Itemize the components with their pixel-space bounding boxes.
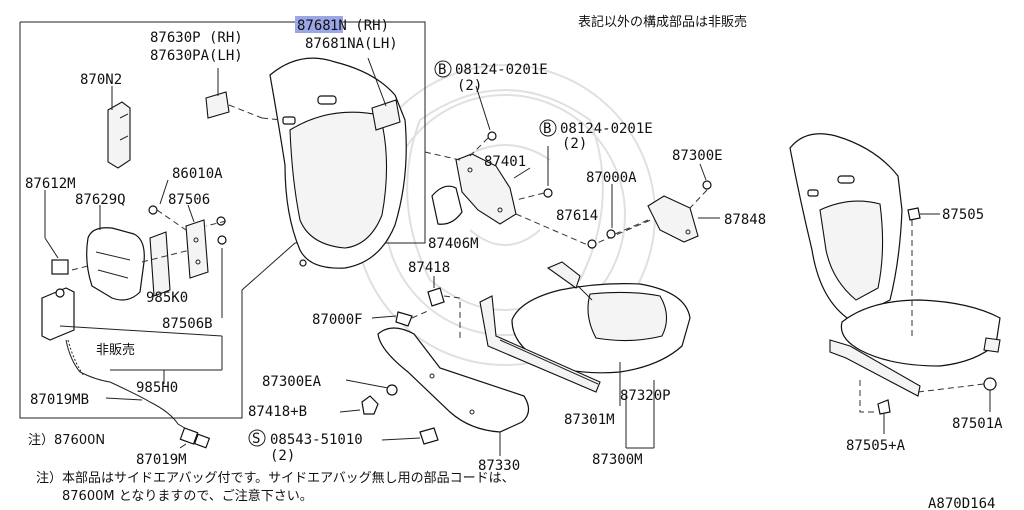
label-87681N-suffix: 1N (RH) — [330, 18, 389, 34]
label-87019M: 87019M — [136, 452, 187, 468]
circle-symbol-s: S — [248, 429, 266, 447]
connector-87612M — [51, 259, 69, 275]
clip-87505A — [877, 399, 891, 415]
label-87406M: 87406M — [428, 236, 479, 252]
circle-symbol-b1: B — [434, 60, 452, 78]
label-bolt-08124-a-qty: (2) — [457, 78, 482, 94]
label-87401: 87401 — [484, 154, 526, 170]
nut-87506 — [216, 216, 226, 226]
label-87505A: 87505+A — [846, 438, 906, 454]
side-trim-87330 — [377, 327, 530, 433]
label-87681N-prefix: 8768 — [297, 18, 331, 34]
label-87300E: 87300E — [672, 148, 723, 164]
shell-cover-87406M — [431, 185, 463, 225]
label-87681NA: 87681NA(LH) — [305, 36, 398, 52]
label-87506B: 87506B — [162, 316, 213, 332]
side-cover-lh — [371, 99, 401, 131]
label-87000A: 87000A — [586, 170, 637, 186]
wire-harness — [65, 339, 189, 431]
note-non-sale: 表記以外の構成部品は非販売 — [578, 14, 747, 30]
label-87612M: 87612M — [25, 176, 76, 192]
label-87506: 87506 — [168, 192, 210, 208]
label-87848: 87848 — [724, 212, 766, 228]
label-screw-qty: (2) — [270, 448, 295, 464]
side-bracket-87848 — [647, 195, 699, 243]
label-screw-08543: 08543-51010 — [270, 432, 363, 448]
bolt-87501A — [983, 377, 997, 391]
bolt-87000F — [395, 311, 413, 327]
bracket-985K0 — [149, 231, 171, 297]
subassembly-frame — [19, 21, 426, 419]
circle-symbol-b2: B — [539, 119, 557, 137]
assembled-seat — [789, 133, 1001, 397]
label-87000F: 87000F — [312, 312, 363, 328]
label-87501A: 87501A — [952, 416, 1003, 432]
label-870N2: 870N2 — [80, 72, 122, 88]
label-bolt-08124-a: 08124-0201E — [455, 62, 548, 78]
label-87418B: 87418+B — [248, 404, 307, 420]
label-87600N: 注）87600N — [28, 433, 105, 448]
label-87614: 87614 — [556, 208, 598, 224]
svg-text:B: B — [438, 62, 446, 78]
label-87320P: 87320P — [620, 388, 671, 404]
screw-08543 — [419, 427, 439, 445]
label-86010A: 86010A — [172, 166, 223, 182]
label-87330: 87330 — [478, 458, 520, 474]
svg-text:B: B — [543, 121, 551, 137]
label-87630P: 87630P (RH) — [150, 30, 243, 46]
label-bolt-08124-b-qty: (2) — [562, 136, 587, 152]
knob-87418B — [361, 395, 379, 415]
label-87630PA: 87630PA(LH) — [150, 48, 243, 64]
label-985H0: 985H0 — [136, 380, 178, 396]
seat-back-cushion — [269, 57, 407, 269]
diagram-code: A870D164 — [928, 496, 995, 510]
clip-87505 — [907, 207, 921, 221]
airbag-module — [86, 227, 145, 301]
highlight-box — [295, 16, 343, 33]
label-87300EA: 87300EA — [262, 374, 322, 390]
bracket-870N2 — [107, 101, 131, 169]
label-non-sale: 非販売 — [96, 342, 135, 358]
footnote-line2: 87600M となりますので、ご注意下さい。 — [62, 488, 313, 504]
label-87505: 87505 — [942, 207, 984, 223]
side-cover-rh — [205, 91, 230, 119]
svg-text:S: S — [252, 431, 260, 447]
footnote-line1: 注）本部品はサイドエアバッグ付です。サイドエアバッグ無し用の部品コードは、 — [36, 471, 515, 486]
label-87301M: 87301M — [564, 412, 615, 428]
harness-connector — [179, 427, 199, 445]
bolt-86010A — [148, 205, 158, 215]
label-87629Q: 87629Q — [75, 192, 126, 208]
control-unit — [41, 287, 75, 341]
label-bolt-08124-b: 08124-0201E — [560, 121, 653, 137]
washer-87300EA — [386, 384, 398, 396]
label-87300M: 87300M — [592, 452, 643, 468]
clip-87418 — [427, 287, 445, 307]
label-985K0: 985K0 — [146, 290, 188, 306]
seat-rail — [479, 261, 601, 393]
label-87019MB: 87019MB — [30, 392, 89, 408]
seat-cushion — [511, 283, 691, 374]
bracket-87506 — [185, 219, 209, 279]
label-87418: 87418 — [408, 260, 450, 276]
nut-87506B — [217, 235, 227, 245]
